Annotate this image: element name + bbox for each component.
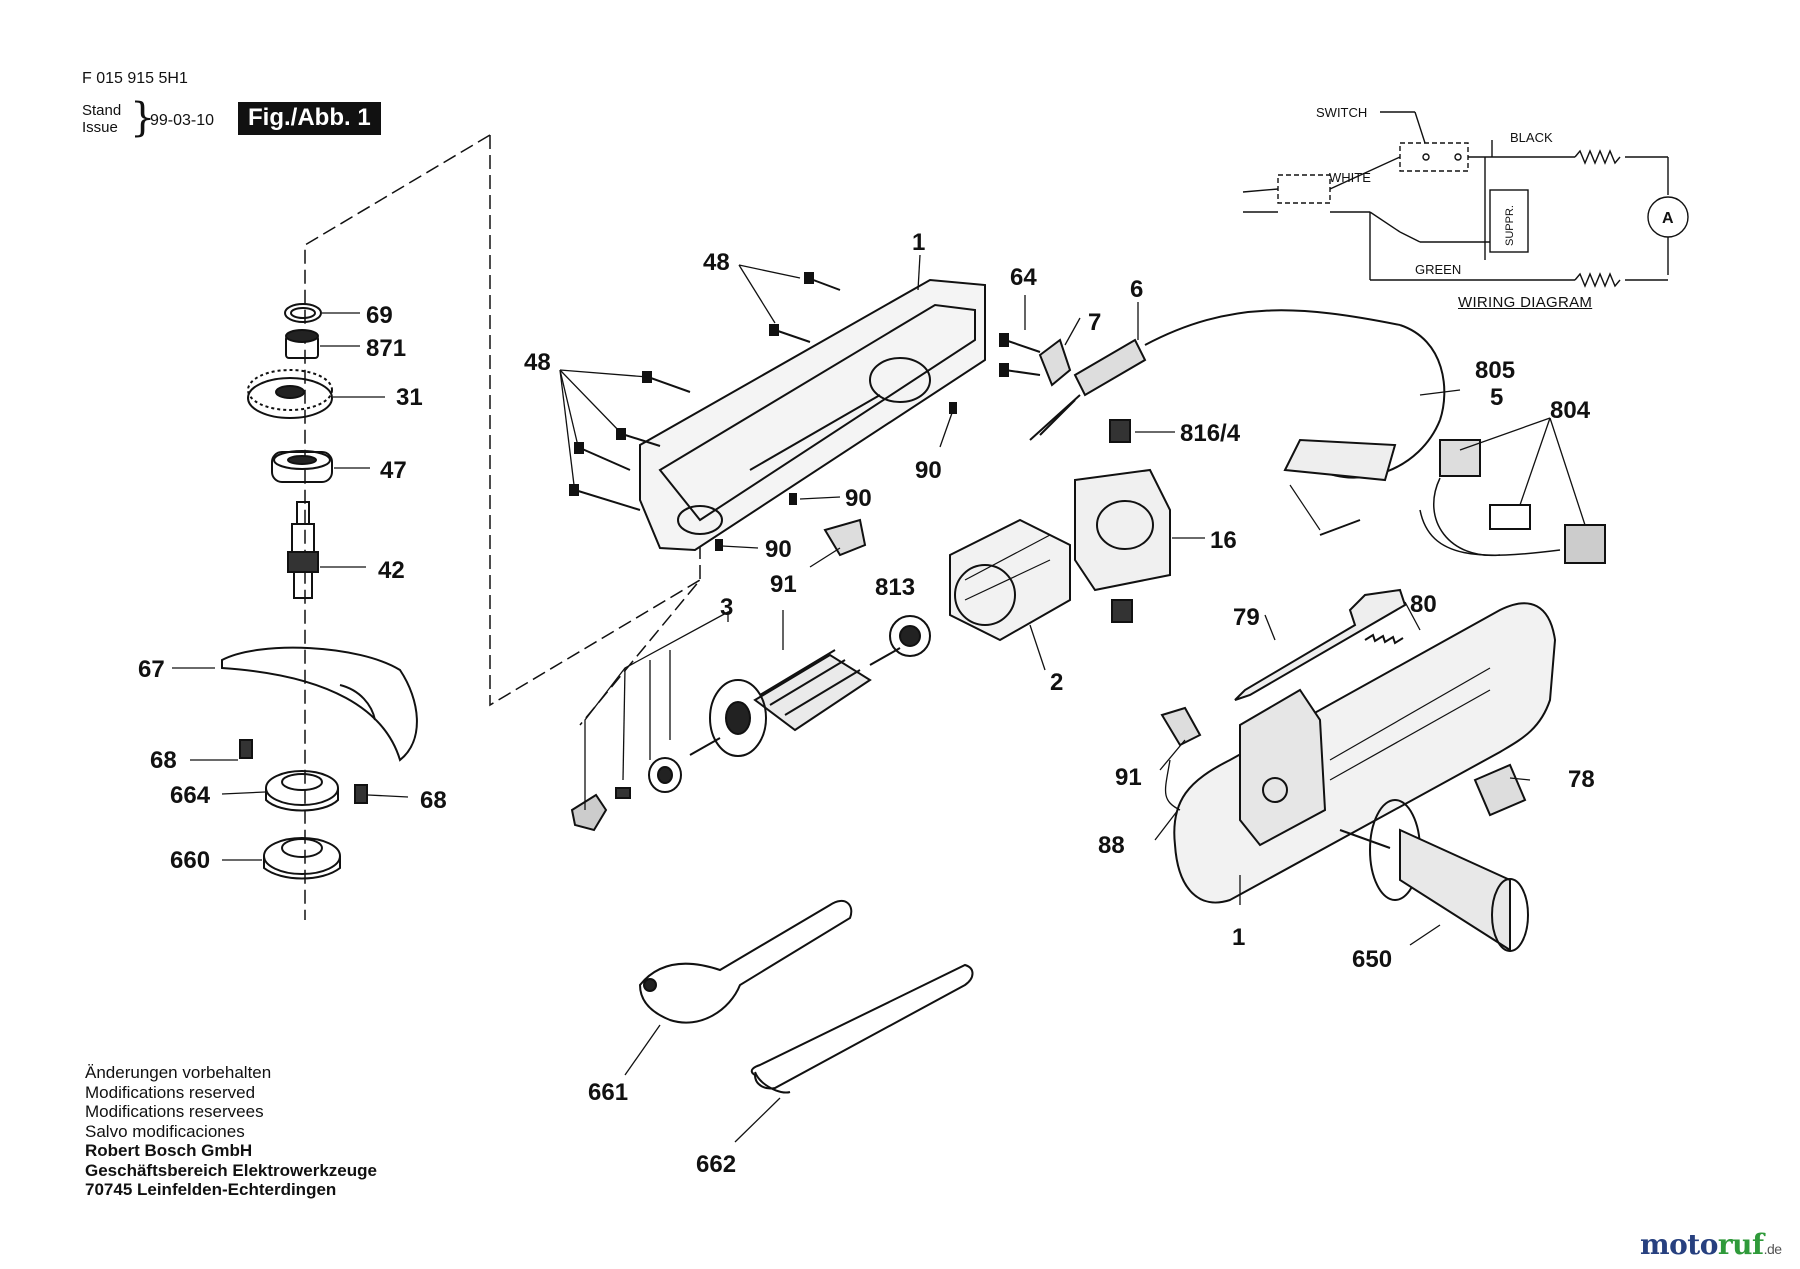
footer-division: Geschäftsbereich Elektrowerkzeuge (85, 1160, 377, 1180)
callout-80: 80 (1410, 591, 1437, 618)
footer-address: 70745 Leinfelden-Echterdingen (85, 1180, 337, 1199)
wiring-diagram (1242, 111, 1689, 288)
part-2-stator (949, 518, 1071, 642)
footer-line-fr: Modifications reservees (85, 1102, 264, 1121)
part-661-pin-spanner (638, 899, 853, 1024)
part-3-armature (689, 647, 901, 757)
callout-816-4: 816/4 (1180, 420, 1241, 447)
callout-5: 5 (1490, 384, 1503, 411)
callout-90-top: 90 (915, 457, 942, 484)
callout-68-right: 68 (420, 787, 447, 814)
callout-64: 64 (1010, 264, 1037, 291)
part-7-clamp (999, 333, 1072, 387)
issue-date: 99-03-10 (150, 112, 215, 129)
assembly-guide-lines (304, 134, 701, 920)
callout-90-mid: 90 (845, 485, 872, 512)
footer-notes: Änderungen vorbehalten Modifications res… (85, 1063, 377, 1200)
figure-label: Fig./Abb. 1 (238, 102, 381, 135)
callout-661: 661 (588, 1079, 628, 1106)
callout-47: 47 (380, 457, 407, 484)
callout-662: 662 (696, 1151, 736, 1178)
part-6-cord-strain-relief (1029, 309, 1401, 441)
stand-issue-label: Stand Issue (82, 102, 121, 136)
issue-label: Issue (82, 119, 118, 136)
callout-91-upper: 91 (770, 571, 797, 598)
callout-16: 16 (1210, 527, 1237, 554)
callout-7: 7 (1088, 309, 1101, 336)
stand-label: Stand (82, 102, 122, 119)
wiring-suppr-label: SUPPR. (1504, 205, 1516, 246)
wiring-motor-label: A (1662, 210, 1674, 227)
part-90-pins (715, 402, 957, 551)
brace-glyph: } (130, 95, 156, 141)
footer-line-en: Modifications reserved (85, 1082, 256, 1102)
document-code: F 015 915 5H1 (82, 70, 188, 87)
callout-2: 2 (1050, 669, 1063, 696)
part-813-bearing (889, 615, 931, 657)
part-68-screws (239, 739, 368, 804)
callout-88: 88 (1098, 832, 1125, 859)
callout-90-low: 90 (765, 536, 792, 563)
callout-67: 67 (138, 656, 165, 683)
callout-1-lower: 1 (1232, 924, 1245, 951)
callout-650: 650 (1352, 946, 1392, 973)
part-armature-small-parts (570, 757, 682, 832)
part-42-spindle (287, 501, 319, 599)
callout-3: 3 (720, 594, 733, 621)
wiring-black-label: BLACK (1510, 130, 1553, 145)
callout-664: 664 (170, 782, 211, 809)
part-3-leader-lines (584, 610, 784, 810)
callout-42: 42 (378, 557, 405, 584)
wiring-diagram-title: WIRING DIAGRAM (1458, 294, 1593, 311)
callout-48-top: 48 (703, 249, 730, 276)
left-leader-lines (172, 312, 409, 861)
callout-805: 805 (1475, 357, 1515, 384)
part-69-circlip (284, 303, 322, 323)
part-91-lever (1160, 706, 1202, 747)
part-664-flange (265, 770, 339, 812)
callout-68-left: 68 (150, 747, 177, 774)
part-5-cord-plug (1283, 324, 1446, 536)
part-91-cover (823, 518, 867, 557)
part-650-handle (1339, 799, 1529, 952)
footer-line-de: Änderungen vorbehalten (85, 1063, 272, 1082)
part-816-brush (1109, 419, 1133, 623)
callout-1-upper: 1 (912, 229, 925, 256)
part-47-bearing (271, 450, 333, 483)
part-78-slider (1473, 763, 1527, 817)
callout-78: 78 (1568, 766, 1595, 793)
callout-91-lower: 91 (1115, 764, 1142, 791)
callout-813: 813 (875, 574, 915, 601)
part-79-switch-rod (1234, 588, 1407, 701)
part-48-screws (569, 272, 841, 511)
callout-6: 6 (1130, 276, 1143, 303)
right-leader-lines (559, 254, 1586, 1143)
callout-804: 804 (1550, 397, 1591, 424)
part-1-housing-lower (1173, 602, 1557, 904)
callout-69: 69 (366, 302, 393, 329)
part-67-guard (221, 646, 418, 762)
motoruf-watermark-logo: motoruf.de (1640, 1228, 1782, 1261)
wiring-switch-label: SWITCH (1316, 105, 1367, 120)
callout-871: 871 (366, 335, 406, 362)
part-660-nut (263, 837, 341, 880)
footer-line-es: Salvo modificaciones (85, 1121, 245, 1141)
wiring-white-label: WHITE (1329, 170, 1371, 185)
part-662-flat-spanner (750, 963, 974, 1094)
part-88-wire (1164, 759, 1181, 811)
callout-48-left: 48 (524, 349, 551, 376)
part-871-bearing (285, 329, 319, 359)
part-804-switch-parts (1419, 439, 1606, 564)
wiring-green-label: GREEN (1415, 262, 1461, 277)
callout-79: 79 (1233, 604, 1260, 631)
part-16-brush-holder (1074, 468, 1171, 592)
part-31-bevel-gear (247, 369, 333, 419)
part-1-housing-upper (639, 278, 986, 552)
callout-660: 660 (170, 847, 210, 874)
footer-company: Robert Bosch GmbH (85, 1141, 253, 1160)
callout-31: 31 (396, 384, 423, 411)
part-80-spring (1364, 633, 1404, 645)
